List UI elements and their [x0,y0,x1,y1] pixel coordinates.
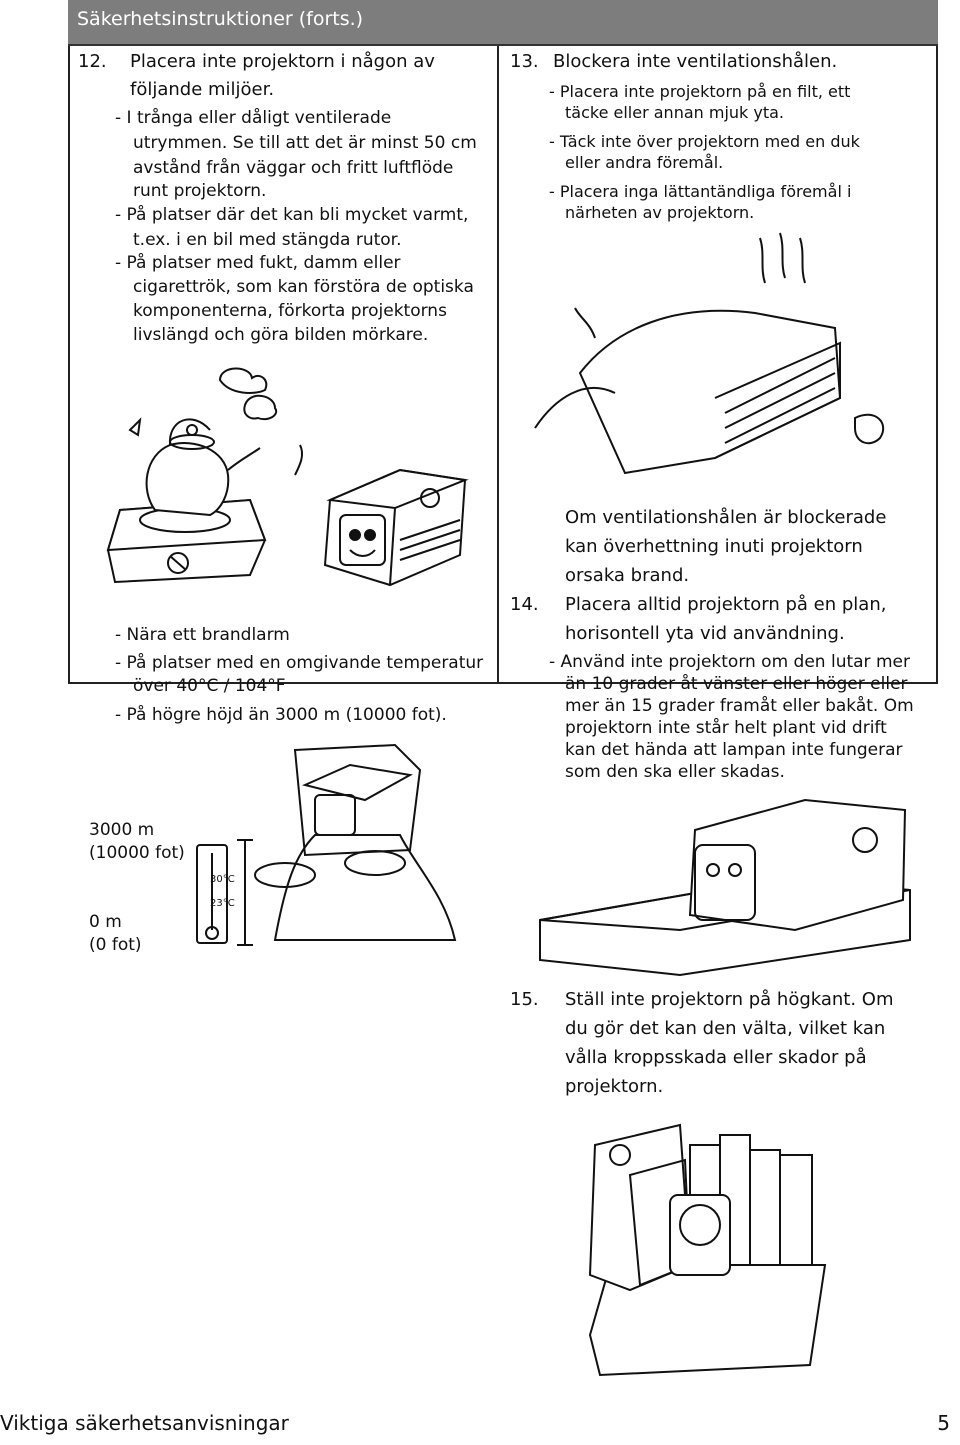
item-12-lead-1: Placera inte projektorn i någon av [130,51,435,72]
item-14-bullet-line-6: som den ska eller skadas. [565,762,785,782]
item-15-number: 15. [510,989,539,1010]
kettle-stove-illustration [100,360,300,590]
item-12-lead-2: följande miljöer. [130,79,275,100]
item-14-bullet-line-5: kan det hända att lampan inte fungerar [565,740,903,760]
altitude-bottom-value: 0 m [89,912,122,932]
item-12-bullet-2-line-2: t.ex. i en bil med stängda rutor. [133,230,402,250]
item-12-bullet-1-line-1: - I trånga eller dåligt ventilerade [115,108,392,128]
item-15-line-3: vålla kroppsskada eller skador på [565,1047,867,1068]
item-13-bullet-1-line-1: - Placera inte projektorn på en filt, et… [549,82,851,101]
item-13-warning-line-3: orsaka brand. [565,565,690,586]
item-15-line-4: projektorn. [565,1076,664,1097]
item-12-bullet-1-line-3: avstånd från väggar och fritt luftflöde [133,158,454,178]
content-frame [68,46,938,684]
item-13-bullet-2-line-2: eller andra föremål. [565,153,724,172]
bullet-temperature-line-2: över 40°C / 104°F [133,676,286,696]
item-12-number: 12. [78,51,107,72]
item-13-warning-line-2: kan överhettning inuti projektorn [565,536,863,557]
bullet-altitude: - På högre höjd än 3000 m (10000 fot). [115,705,447,725]
item-14-bullet-line-2: än 10 grader åt vänster eller höger elle… [565,674,908,694]
item-14-lead-line-2: horisontell yta vid användning. [565,623,845,644]
item-15-line-2: du gör det kan den välta, vilket kan [565,1018,886,1039]
thermometer-high: 30°C [210,874,235,885]
tilted-projector-illustration [535,790,920,975]
item-13-number: 13. [510,51,539,72]
bullet-temperature-line-1: - På platser med en omgivande temperatur [115,653,484,673]
altitude-top-sub: (10000 fot) [89,843,185,863]
item-13-bullet-3-line-2: närheten av projektorn. [565,203,755,222]
bullet-fire-alarm: - Nära ett brandlarm [115,625,290,645]
covered-projector-illustration [535,228,915,483]
column-divider [497,46,499,684]
item-14-bullet-line-3: mer än 15 grader framåt eller bakåt. Om [565,696,914,716]
item-12-bullet-3-line-3: komponenterna, förkorta projektorns [133,301,447,321]
item-12-bullet-1-line-2: utrymmen. Se till att det är minst 50 cm [133,133,477,153]
section-header: Säkerhetsinstruktioner (forts.) [68,0,938,46]
item-14-bullet-line-1: - Använd inte projektorn om den lutar me… [549,652,910,672]
item-12-bullet-3-line-4: livslängd och göra bilden mörkare. [133,325,429,345]
thermometer-low: 23°C [210,898,235,909]
upright-projector-illustration [570,1115,830,1395]
item-12-bullet-3-line-1: - På platser med fukt, damm eller [115,253,401,273]
item-13-lead: Blockera inte ventilationshålen. [553,51,838,72]
altitude-bottom-sub: (0 fot) [89,935,142,955]
item-14-bullet-line-4: projektorn inte står helt plant vid drif… [565,718,887,738]
item-12-bullet-2-line-1: - På platser där det kan bli mycket varm… [115,205,469,225]
item-13-warning-line-1: Om ventilationshålen är blockerade [565,507,887,528]
item-12-bullet-3-line-2: cigarettrök, som kan förstöra de optiska [133,277,474,297]
page-number: 5 [937,1411,950,1435]
altitude-thermometer-illustration [185,745,495,950]
item-13-bullet-2-line-1: - Täck inte över projektorn med en duk [549,132,860,151]
hot-projector-illustration [320,460,470,590]
item-14-number: 14. [510,594,539,615]
header-title: Säkerhetsinstruktioner (forts.) [77,8,364,30]
footer-section: Viktiga säkerhetsanvisningar [0,1411,289,1435]
item-12-bullet-1-line-4: runt projektorn. [133,181,267,201]
item-15-line-1: Ställ inte projektorn på högkant. Om [565,989,894,1010]
item-13-bullet-1-line-2: täcke eller annan mjuk yta. [565,103,785,122]
item-13-bullet-3-line-1: - Placera inga lättantändliga föremål i [549,182,852,201]
item-14-lead-line-1: Placera alltid projektorn på en plan, [565,594,887,615]
altitude-top-value: 3000 m [89,820,155,840]
